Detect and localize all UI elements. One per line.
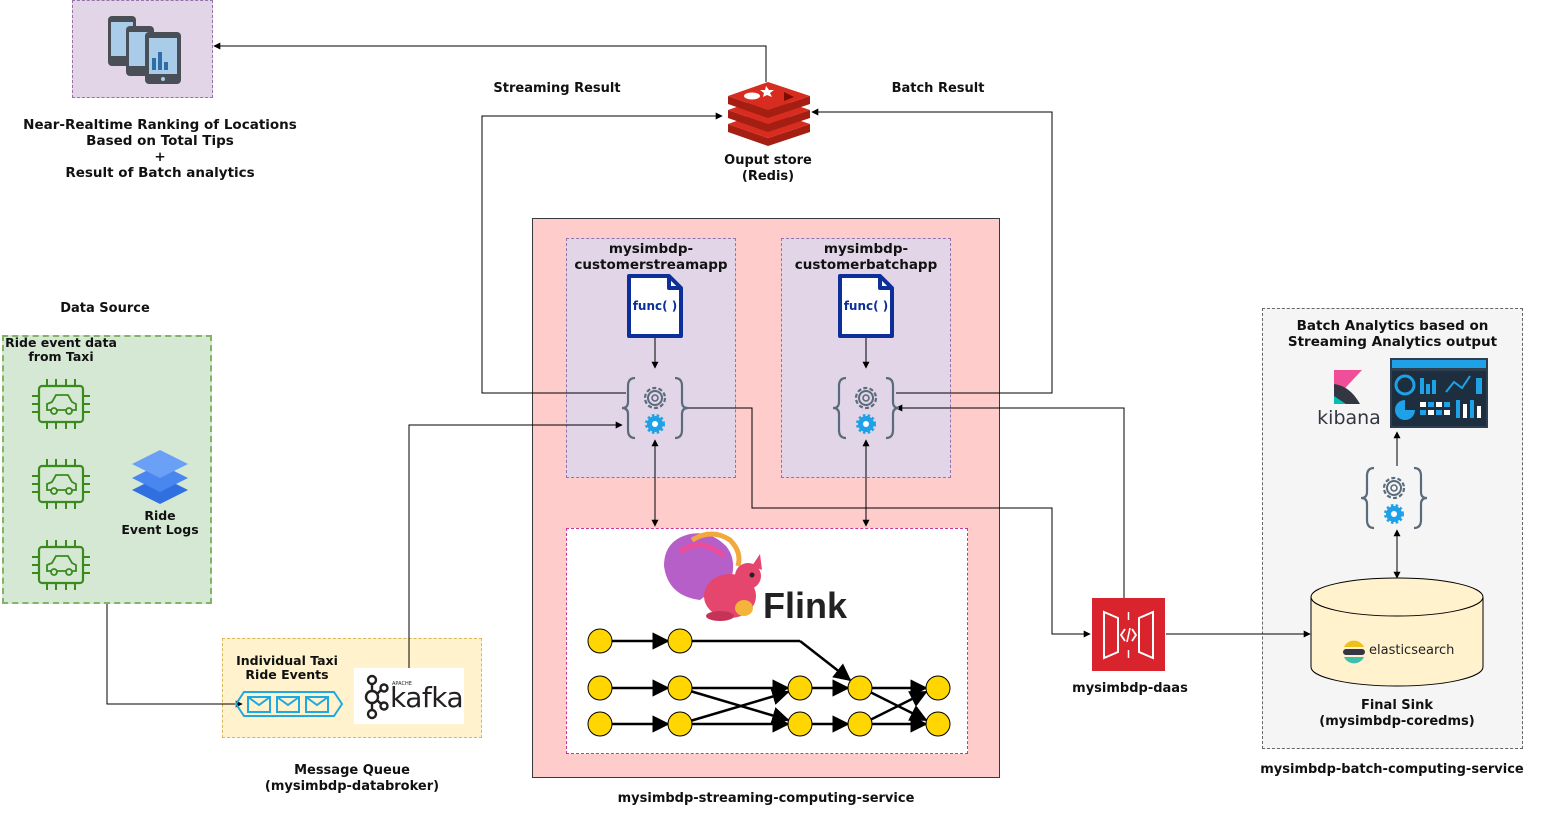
taxi-device-icon [30, 377, 92, 592]
layers-icon [132, 450, 188, 504]
elasticsearch-database-icon [1310, 577, 1484, 687]
redis-icon [728, 82, 810, 146]
consumer-label: Near-Realtime Ranking of Locations Based… [0, 117, 320, 181]
message-queue-line1: Message Queue [294, 763, 410, 778]
kafka-label: kafka [390, 681, 464, 714]
ride-event-logs-line2: Event Logs [121, 522, 199, 537]
batch-analytics-title-line1: Batch Analytics based on [1296, 318, 1489, 334]
taxi-events-line1: Individual Taxi [236, 653, 338, 668]
streaming-result-label: Streaming Result [493, 81, 621, 96]
streaming-service-label: mysimbdp-streaming-computing-service [617, 791, 915, 806]
stream-app-line1: mysimbdp- [608, 241, 694, 257]
ride-event-logs-line1: Ride [144, 508, 176, 523]
stream-processor-gear-icon [620, 376, 690, 440]
batch-func-label: func( ) [843, 299, 889, 313]
taxi-data-line2: from Taxi [28, 349, 94, 364]
output-store-line1: Ouput store [724, 153, 812, 168]
elasticsearch-label: elasticsearch [1369, 643, 1455, 658]
final-sink-line2: (mysimbdp-coredms) [1319, 714, 1475, 729]
output-store-line2: (Redis) [741, 169, 795, 184]
batch-analytics-gear-icon [1359, 466, 1429, 530]
flink-operator-nodes [587, 628, 951, 737]
dashboard-icon [1390, 358, 1488, 428]
batch-app-label: mysimbdp- customerbatchapp [781, 241, 951, 273]
batch-app-line1: mysimbdp- [823, 241, 909, 257]
mobile-devices-icon [108, 16, 181, 84]
flink-dataflow-graph [600, 632, 928, 733]
message-queue-icon [234, 691, 344, 717]
batch-analytics-title-line2: Streaming Analytics output [1287, 334, 1498, 350]
stream-func-label: func( ) [632, 299, 678, 313]
flink-squirrel-icon [664, 531, 762, 621]
final-sink-line1: Final Sink [1360, 698, 1434, 713]
kibana-label: kibana [1317, 407, 1381, 429]
stream-app-line2: customerstreamapp [574, 257, 728, 273]
kafka-icon [354, 668, 464, 724]
message-queue-label: Message Queue (mysimbdp-databroker) [232, 763, 472, 795]
batch-service-label: mysimbdp-batch-computing-service [1260, 762, 1524, 777]
api-gateway-icon [1092, 598, 1165, 671]
taxi-events-label: Individual Taxi Ride Events [226, 654, 348, 682]
taxi-data-label: Ride event data from Taxi [0, 336, 122, 364]
consumer-label-line1: Near-Realtime Ranking of Locations [23, 117, 297, 133]
kibana-logo-icon [1334, 370, 1362, 404]
stream-app-label: mysimbdp- customerstreamapp [566, 241, 736, 273]
message-queue-line2: (mysimbdp-databroker) [264, 779, 440, 794]
batch-result-label: Batch Result [891, 81, 985, 96]
final-sink-label: Final Sink (mysimbdp-coredms) [1290, 698, 1504, 730]
data-source-title: Data Source [60, 301, 150, 316]
ride-event-logs-label: Ride Event Logs [115, 509, 205, 537]
consumer-label-line4: Result of Batch analytics [65, 165, 255, 181]
output-store-label: Ouput store (Redis) [700, 153, 836, 185]
batch-app-line2: customerbatchapp [794, 257, 938, 273]
batch-analytics-title: Batch Analytics based on Streaming Analy… [1262, 318, 1523, 350]
daas-label: mysimbdp-daas [1072, 681, 1188, 696]
batch-processor-gear-icon [831, 376, 901, 440]
taxi-data-line1: Ride event data [5, 335, 117, 350]
consumer-label-line3: + [154, 149, 166, 165]
consumer-label-line2: Based on Total Tips [86, 133, 234, 149]
flink-label: Flink [763, 585, 848, 626]
kafka-small-label: APACHE [392, 681, 412, 687]
taxi-events-line2: Ride Events [245, 667, 329, 682]
